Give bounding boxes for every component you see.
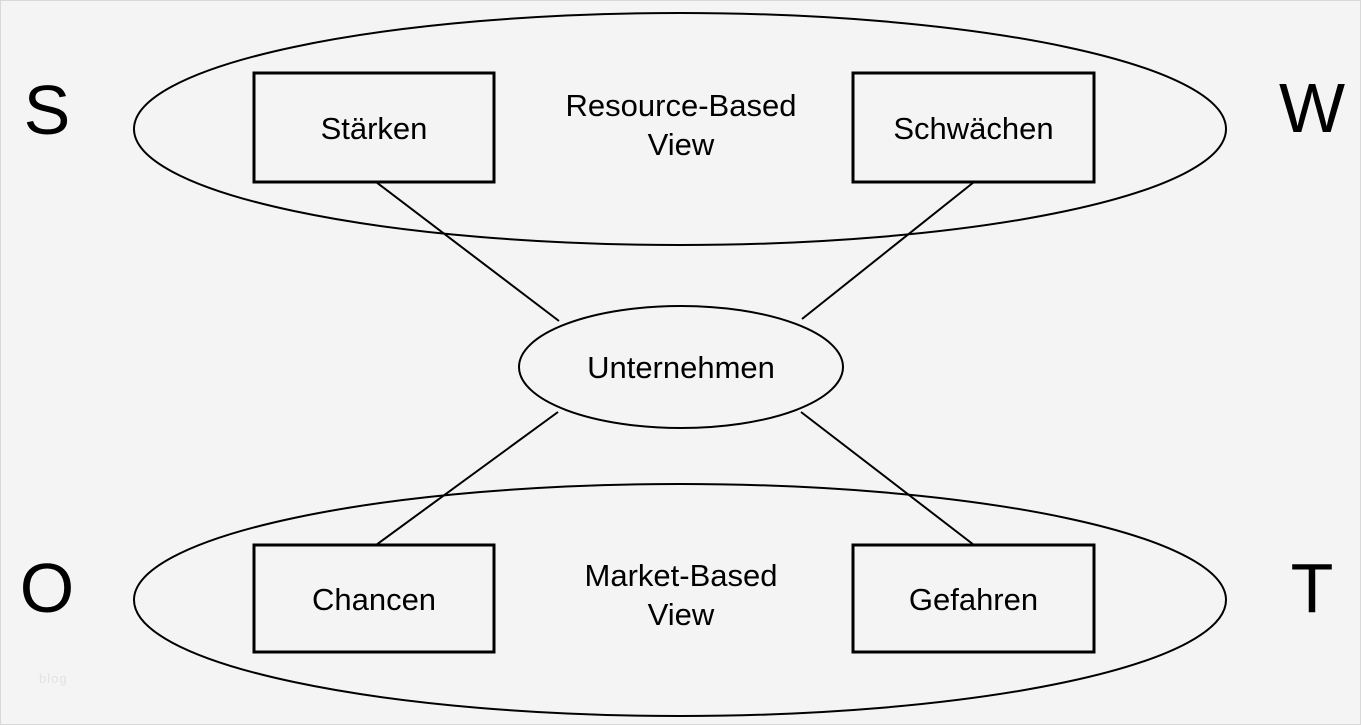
corner-letter-opportunities: O	[19, 549, 75, 627]
box-schwaechen	[851, 71, 1096, 184]
box-chancen	[252, 543, 496, 654]
connector-gefahren-unternehmen	[800, 411, 975, 546]
corner-letter-weaknesses: W	[1278, 69, 1346, 147]
box-label-gefahren: Gefahren	[908, 582, 1039, 617]
connector-staerken-unternehmen	[375, 181, 560, 322]
box-label-schwaechen: Schwächen	[893, 111, 1054, 146]
box-staerken	[252, 71, 496, 184]
corner-letter-strengths: S	[23, 71, 71, 149]
box-label-staerken: Stärken	[320, 111, 428, 146]
connector-schwaechen-unternehmen	[801, 181, 975, 320]
corner-letter-threats: T	[1290, 549, 1334, 627]
region-label-resource-based-view: Resource-Based View	[565, 88, 797, 162]
connector-chancen-unternehmen	[375, 411, 559, 546]
region-label-market-based-view: Market-Based View	[584, 558, 778, 632]
watermark-blog: blog	[39, 671, 68, 686]
box-label-chancen: Chancen	[311, 582, 437, 617]
box-gefahren	[851, 543, 1096, 654]
center-label-unternehmen: Unternehmen	[587, 350, 775, 385]
ellipse-market-based-view	[133, 483, 1227, 717]
ellipse-unternehmen	[518, 305, 844, 429]
ellipse-resource-based-view	[133, 12, 1227, 246]
